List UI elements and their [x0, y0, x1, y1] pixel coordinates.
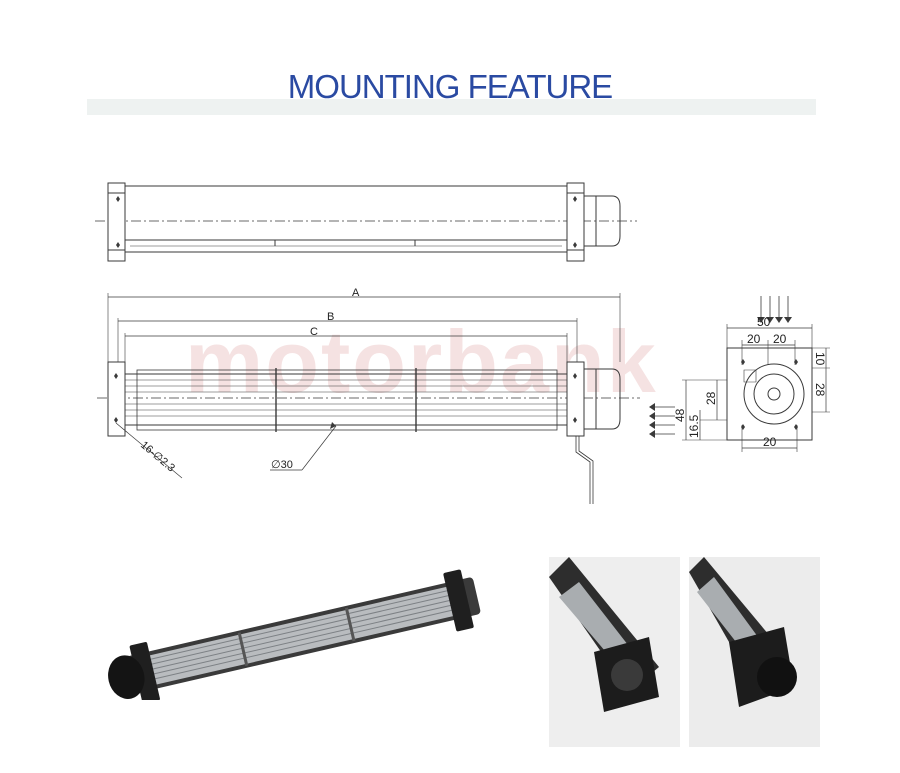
label-diameter: ∅30	[271, 459, 293, 471]
label-top-20-left: 20	[747, 332, 761, 346]
page-title: MOUNTING FEATURE	[287, 68, 613, 105]
product-photo-side-2	[689, 557, 820, 747]
label-top-20-right: 20	[773, 332, 787, 346]
side-view	[655, 296, 830, 452]
label-right-10: 10	[813, 352, 827, 366]
top-view-holes	[116, 196, 577, 248]
label-left-48: 48	[673, 408, 687, 422]
label-dim-c: C	[310, 326, 318, 338]
watermark: motorbank	[185, 312, 658, 411]
label-bottom-20: 20	[763, 435, 777, 449]
product-photo-side-1	[549, 557, 680, 747]
top-view	[95, 182, 637, 262]
label-dim-b: B	[327, 311, 334, 323]
side-view-holes	[649, 317, 798, 438]
label-width-50: 50	[757, 315, 771, 329]
label-left-16-5: 16.5	[687, 414, 701, 438]
front-view-holes	[114, 373, 577, 429]
label-holes: 16-∅2.3	[138, 439, 177, 474]
product-photo-main	[90, 560, 500, 700]
label-left-28: 28	[704, 391, 718, 405]
label-dim-a: A	[352, 287, 360, 299]
label-right-28: 28	[813, 383, 827, 397]
title-band	[87, 99, 816, 115]
front-view	[97, 293, 640, 504]
